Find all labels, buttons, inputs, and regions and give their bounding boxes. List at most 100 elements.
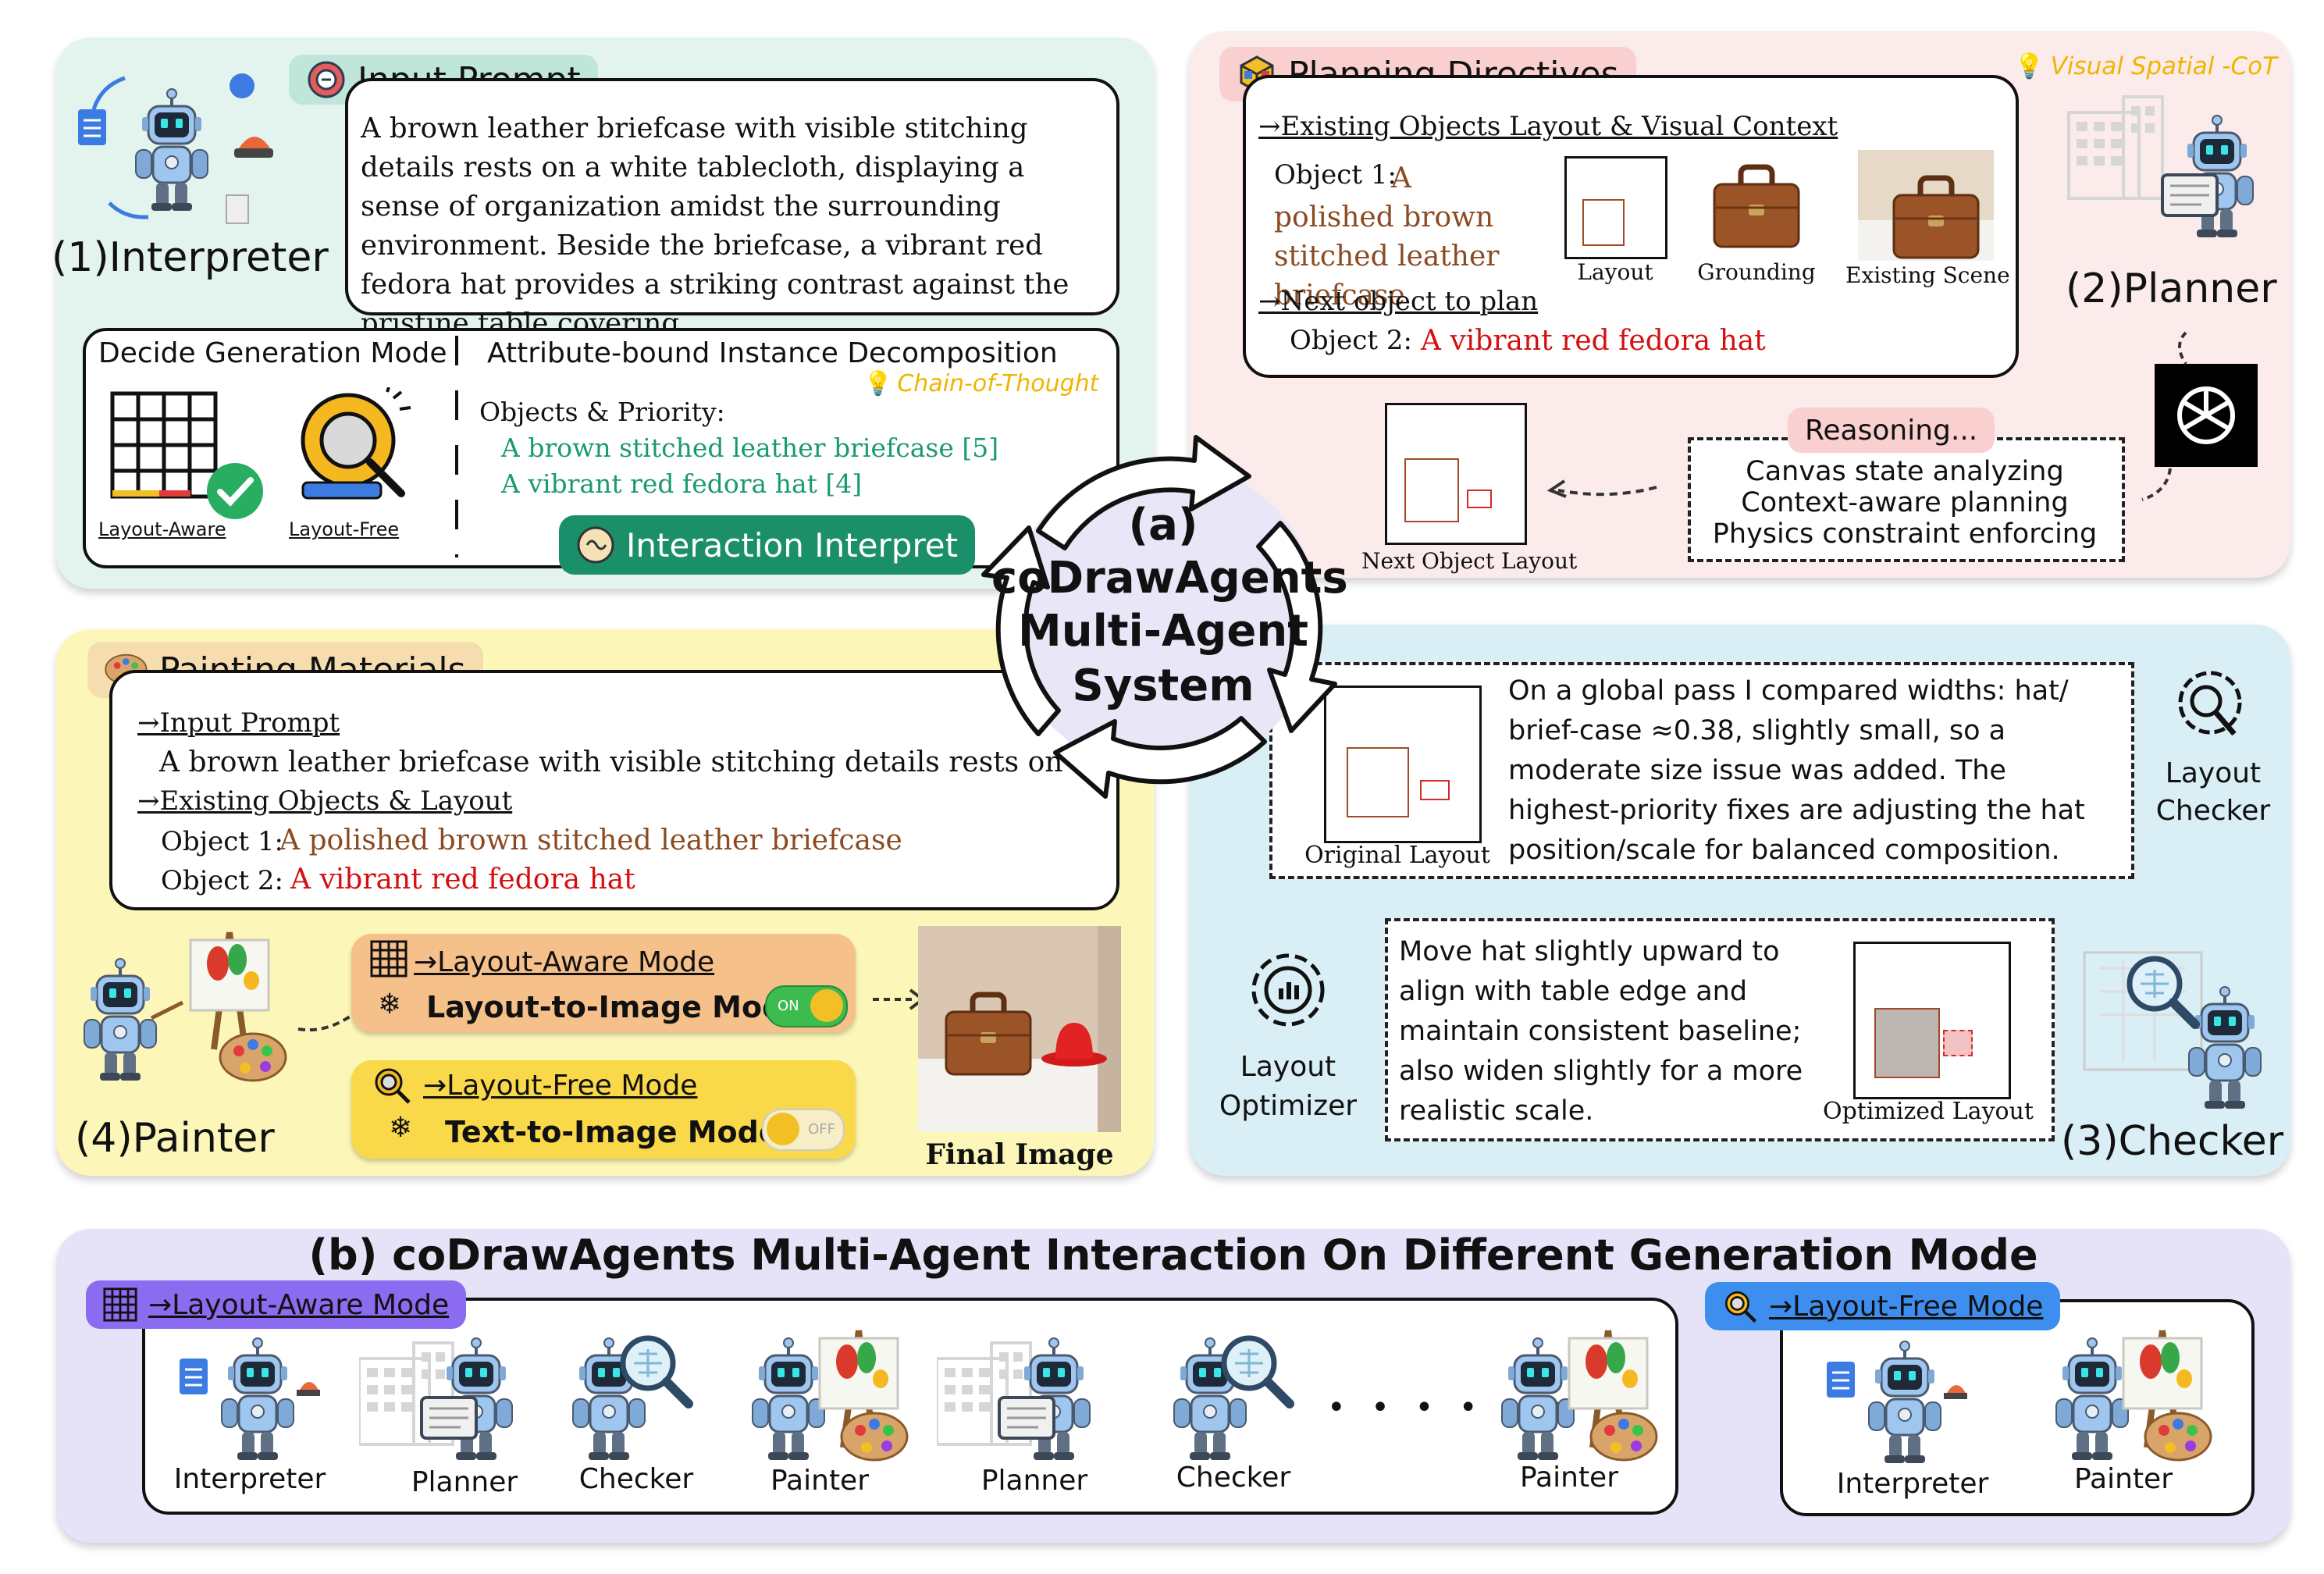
prompt-icon bbox=[308, 61, 345, 98]
checker-robot-illustration bbox=[2083, 951, 2262, 1110]
brush-icon: ❄ bbox=[389, 1112, 413, 1144]
planner-object-1-label: Object 1: bbox=[1274, 159, 1397, 191]
layout-aware-toggle[interactable]: ON bbox=[765, 985, 848, 1027]
layout-box-hat bbox=[1420, 780, 1450, 800]
chain-connector-2 bbox=[2141, 468, 2172, 501]
checker-role-label: (3)Checker bbox=[2061, 1118, 2284, 1165]
layout-aware-label: Layout-Aware bbox=[98, 518, 226, 540]
layout-free-sequence-tag: →Layout-Free Mode bbox=[1705, 1282, 2061, 1330]
seq-painter-robot bbox=[1500, 1327, 1658, 1462]
final-image bbox=[918, 926, 1121, 1132]
priority-object-2: A vibrant red fedora hat [4] bbox=[501, 468, 863, 499]
layout-free-toggle[interactable]: OFF bbox=[762, 1109, 845, 1151]
layout-free-label: Layout-Free bbox=[289, 518, 400, 540]
seq-checker-robot bbox=[571, 1327, 710, 1462]
dashed-arrow-left bbox=[1546, 479, 1657, 498]
layout-aware-sequence-box bbox=[142, 1298, 1678, 1515]
layout-box-briefcase bbox=[1347, 747, 1409, 817]
center-label-line3: System bbox=[1072, 661, 1255, 711]
grid-icon bbox=[103, 1287, 137, 1322]
painter-robot-illustration bbox=[83, 924, 287, 1082]
optimized-layout-caption: Optimized Layout bbox=[1823, 1098, 2034, 1125]
painter-role-label: (4)Painter bbox=[75, 1115, 275, 1162]
seq-label-5: Planner bbox=[980, 1465, 1088, 1497]
center-label-line1: coDrawAgents bbox=[991, 553, 1348, 604]
materials-prompt-text: A brown leather briefcase with visible s… bbox=[159, 746, 1126, 778]
layout-box-briefcase bbox=[1582, 199, 1625, 246]
layout-box-hat bbox=[1467, 490, 1492, 508]
layout-aware-sequence-label: →Layout-Aware Mode bbox=[148, 1288, 450, 1321]
vertical-divider bbox=[455, 336, 458, 557]
layout-checker-label-2: Checker bbox=[2155, 795, 2271, 827]
chain-connector bbox=[2178, 331, 2187, 365]
reasoning-tag: Reasoning... bbox=[1788, 408, 1995, 453]
seq-painter-robot bbox=[751, 1327, 909, 1462]
materials-existing-heading: →Existing Objects & Layout bbox=[137, 785, 513, 817]
chain-connector-3 bbox=[297, 1012, 356, 1032]
materials-input-prompt-heading: →Input Prompt bbox=[137, 707, 340, 739]
checkmark-icon bbox=[207, 463, 263, 519]
visual-cot-label: 💡 Visual Spatial -CoT bbox=[2014, 52, 2278, 81]
original-layout-caption: Original Layout bbox=[1304, 842, 1490, 869]
brush-icon: ❄ bbox=[378, 988, 402, 1020]
materials-box bbox=[109, 670, 1119, 910]
grounding-image bbox=[1702, 153, 1813, 259]
layout-checker-label-1: Layout bbox=[2165, 757, 2262, 789]
interpreter-role-label: (1)Interpreter bbox=[52, 234, 329, 281]
existing-objects-heading: →Existing Objects Layout & Visual Contex… bbox=[1258, 111, 1838, 142]
reasoning-line-3: Physics constraint enforcing bbox=[1712, 518, 2098, 550]
magnifier-small-icon bbox=[375, 1068, 411, 1104]
optimizer-instruction-text: Move hat slightly upward to align with t… bbox=[1399, 936, 1803, 1127]
prompt-box bbox=[345, 78, 1119, 315]
layout-box-briefcase bbox=[1404, 458, 1459, 522]
interaction-interpret-label: Interaction Interpret bbox=[626, 525, 959, 564]
existing-scene-image bbox=[1858, 150, 1994, 261]
decide-mode-label: Decide Generation Mode bbox=[98, 337, 447, 369]
toggle-on-text: ON bbox=[778, 998, 799, 1014]
layout-free-magnifier-icon bbox=[301, 387, 411, 500]
magnifier-small-icon bbox=[1724, 1291, 1757, 1323]
layout-checker-icon bbox=[2178, 671, 2242, 736]
toggle-knob bbox=[810, 989, 843, 1022]
seq-label-6: Checker bbox=[1176, 1462, 1291, 1494]
layout-optimizer-label-1: Layout bbox=[1240, 1051, 1336, 1083]
next-object-layout-caption: Next Object Layout bbox=[1361, 548, 1578, 574]
cot-label: 💡 Chain-of-Thought bbox=[863, 370, 1098, 397]
seq-interpreter-robot bbox=[1825, 1340, 1967, 1465]
planner-object-2-label: Object 2: bbox=[1290, 325, 1412, 356]
layout-aware-mode-label: →Layout-Aware Mode bbox=[414, 946, 715, 978]
layout-optimizer-icon bbox=[1251, 953, 1325, 1027]
cycle-arrows bbox=[981, 435, 1337, 799]
reasoning-line-2: Context-aware planning bbox=[1741, 487, 2069, 518]
layout-optimizer-label-2: Optimizer bbox=[1219, 1090, 1358, 1122]
interaction-interpret-tag: Interaction Interpret bbox=[559, 515, 976, 575]
seq-label-3: Checker bbox=[578, 1463, 694, 1495]
toggle-knob bbox=[767, 1113, 799, 1145]
seq-planner-robot bbox=[359, 1337, 514, 1462]
layout-thumbnail bbox=[1564, 156, 1667, 259]
layout-box-hat bbox=[1943, 1030, 1973, 1056]
layout-box-briefcase bbox=[1874, 1008, 1940, 1078]
layout-to-image-model-label: Layout-to-Image Model bbox=[426, 990, 814, 1024]
brain-icon bbox=[577, 526, 614, 564]
seq-planner-robot bbox=[937, 1337, 1091, 1462]
seq-label-4: Painter bbox=[770, 1465, 870, 1497]
free-seq-label-1: Interpreter bbox=[1836, 1468, 1989, 1500]
existing-scene-caption: Existing Scene bbox=[1845, 262, 2010, 288]
checker-feedback-text: On a global pass I compared widths: hat/… bbox=[1508, 675, 2085, 866]
seq-checker-robot bbox=[1173, 1327, 1319, 1462]
seq-label-7: Painter bbox=[1519, 1462, 1619, 1494]
grid-icon bbox=[110, 391, 218, 499]
planner-object-2-text: A vibrant red fedora hat bbox=[1421, 325, 1766, 357]
seq-painter-robot bbox=[2055, 1327, 2212, 1462]
grid-icon bbox=[370, 940, 408, 978]
lightbulb-icon: 💡 bbox=[2014, 52, 2045, 80]
next-plan-heading: →Next object to plan bbox=[1258, 286, 1539, 317]
materials-object-2-label: Object 2: bbox=[161, 865, 283, 896]
final-image-caption: Final Image bbox=[925, 1138, 1114, 1171]
materials-object-1-label: Object 1: bbox=[161, 826, 283, 857]
priority-object-1: A brown stitched leather briefcase [5] bbox=[501, 433, 999, 463]
visual-cot-text: Visual Spatial -CoT bbox=[2050, 52, 2278, 80]
free-seq-label-2: Painter bbox=[2073, 1463, 2173, 1495]
text-to-image-model-label: Text-to-Image Model bbox=[445, 1115, 789, 1149]
